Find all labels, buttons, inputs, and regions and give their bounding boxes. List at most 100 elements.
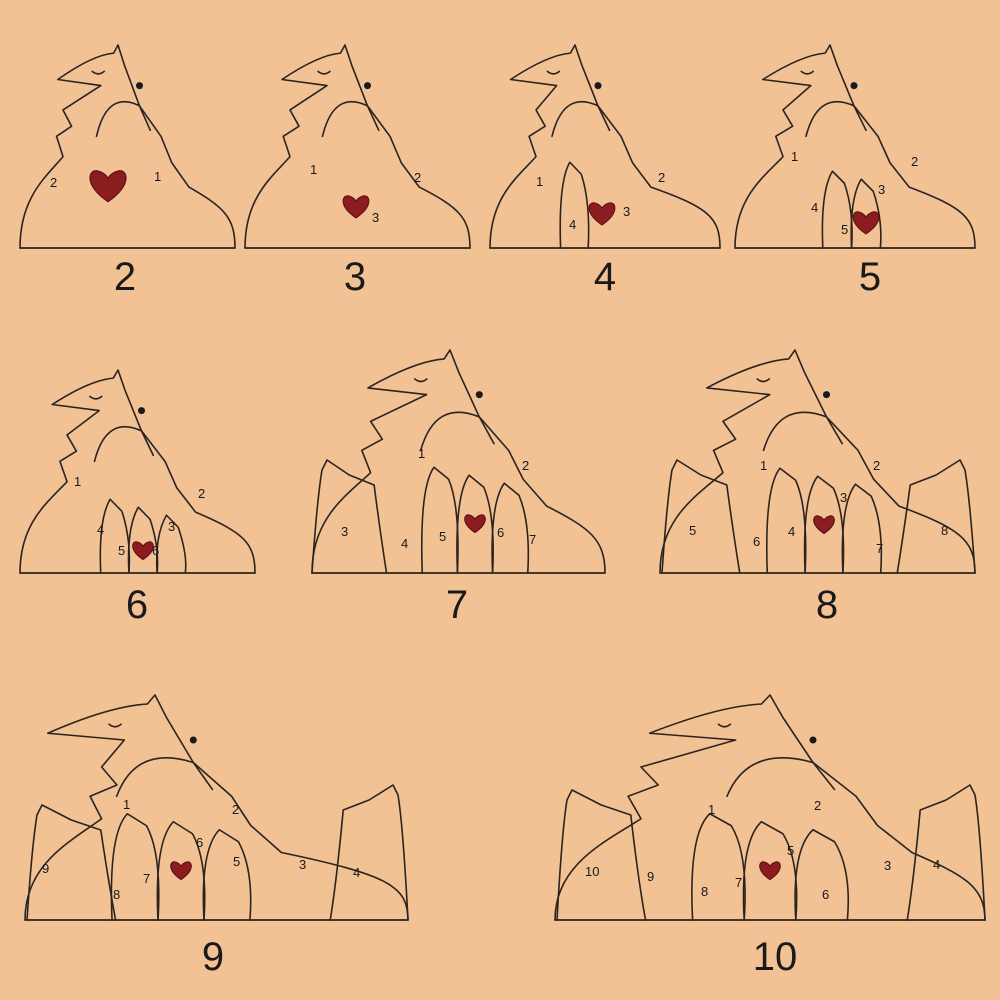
nose-icon xyxy=(138,407,145,415)
member-number: 2 xyxy=(50,175,57,190)
member-number: 4 xyxy=(788,524,795,539)
second-bear-outline xyxy=(321,100,380,138)
parent-bear-outline xyxy=(24,694,409,921)
family-size-label: 10 xyxy=(753,935,798,979)
parent-bear-outline xyxy=(734,44,976,249)
nose-icon xyxy=(475,391,483,399)
family-size-label: 6 xyxy=(126,583,148,627)
member-number: 2 xyxy=(414,170,421,185)
nose-icon xyxy=(189,736,197,744)
member-number: 2 xyxy=(873,458,880,473)
side-bear-outline xyxy=(311,459,388,574)
member-number: 1 xyxy=(418,446,425,461)
heart-icon xyxy=(170,861,192,881)
member-number: 2 xyxy=(911,154,918,169)
side-bear-outline xyxy=(556,789,647,921)
heart-icon xyxy=(342,195,370,219)
member-number: 3 xyxy=(623,204,630,219)
closed-eye-icon xyxy=(800,70,814,75)
member-number: 5 xyxy=(233,854,240,869)
parent-bear-outline xyxy=(19,369,256,574)
member-number: 2 xyxy=(814,798,821,813)
family-size-label: 4 xyxy=(594,255,616,299)
family-size-label: 3 xyxy=(344,255,366,299)
member-number: 5 xyxy=(787,843,794,858)
closed-eye-icon xyxy=(717,723,732,728)
family-size-label: 9 xyxy=(202,935,224,979)
member-number: 7 xyxy=(143,871,150,886)
heart-icon xyxy=(852,211,880,235)
member-number: 7 xyxy=(529,532,536,547)
parent-bear-outline xyxy=(311,349,606,574)
family-size-label: 2 xyxy=(114,255,136,299)
member-number: 3 xyxy=(341,524,348,539)
member-number: 3 xyxy=(884,858,891,873)
cub-bear-outline xyxy=(202,828,252,921)
family-size-label: 5 xyxy=(859,255,881,299)
member-number: 2 xyxy=(232,802,239,817)
member-number: 8 xyxy=(113,887,120,902)
member-number: 4 xyxy=(97,522,104,537)
second-bear-outline xyxy=(762,411,844,452)
cub-bear-outline xyxy=(559,161,590,249)
member-number: 3 xyxy=(878,182,885,197)
closed-eye-icon xyxy=(546,70,561,75)
closed-eye-icon xyxy=(91,70,105,75)
member-number: 5 xyxy=(439,529,446,544)
member-number: 7 xyxy=(735,875,742,890)
closed-eye-icon xyxy=(414,378,428,383)
parent-bear-outline xyxy=(554,694,986,921)
side-bear-outline xyxy=(26,804,117,921)
cub-bear-outline xyxy=(155,514,187,574)
cub-bear-outline xyxy=(765,467,807,574)
member-number: 3 xyxy=(299,857,306,872)
heart-icon xyxy=(464,514,486,534)
member-number: 4 xyxy=(933,857,940,872)
member-number: 10 xyxy=(585,864,599,879)
cub-bear-outline xyxy=(99,498,131,574)
member-number: 1 xyxy=(536,174,543,189)
nose-icon xyxy=(136,82,143,90)
member-number: 3 xyxy=(372,210,379,225)
cub-bear-outline xyxy=(420,466,459,574)
member-number: 9 xyxy=(42,861,49,876)
closed-eye-icon xyxy=(756,378,770,383)
side-bear-outline xyxy=(906,784,986,921)
member-number: 1 xyxy=(310,162,317,177)
member-number: 1 xyxy=(791,149,798,164)
cub-bear-outline xyxy=(850,178,882,249)
family-size-label: 7 xyxy=(446,583,468,627)
second-bear-outline xyxy=(551,100,611,138)
member-number: 1 xyxy=(123,797,130,812)
second-bear-outline xyxy=(419,411,495,452)
heart-icon xyxy=(588,202,616,226)
nose-icon xyxy=(364,82,371,90)
member-number: 6 xyxy=(152,543,159,558)
heart-icon xyxy=(759,861,781,881)
member-number: 4 xyxy=(401,536,408,551)
heart-icon xyxy=(132,541,154,561)
member-number: 1 xyxy=(708,802,715,817)
member-number: 6 xyxy=(497,525,504,540)
second-bear-outline xyxy=(93,425,155,463)
member-number: 2 xyxy=(198,486,205,501)
member-number: 7 xyxy=(876,541,883,556)
nose-icon xyxy=(594,82,602,90)
member-number: 5 xyxy=(841,222,848,237)
closed-eye-icon xyxy=(317,70,331,75)
member-number: 6 xyxy=(822,887,829,902)
cub-bear-outline xyxy=(794,828,850,921)
member-number: 2 xyxy=(658,170,665,185)
bear-family-panel: 1 2 3 3 xyxy=(244,44,471,299)
member-number: 6 xyxy=(753,534,760,549)
second-bear-outline xyxy=(726,757,836,798)
parent-bear-outline xyxy=(659,349,976,574)
member-number: 3 xyxy=(168,519,175,534)
